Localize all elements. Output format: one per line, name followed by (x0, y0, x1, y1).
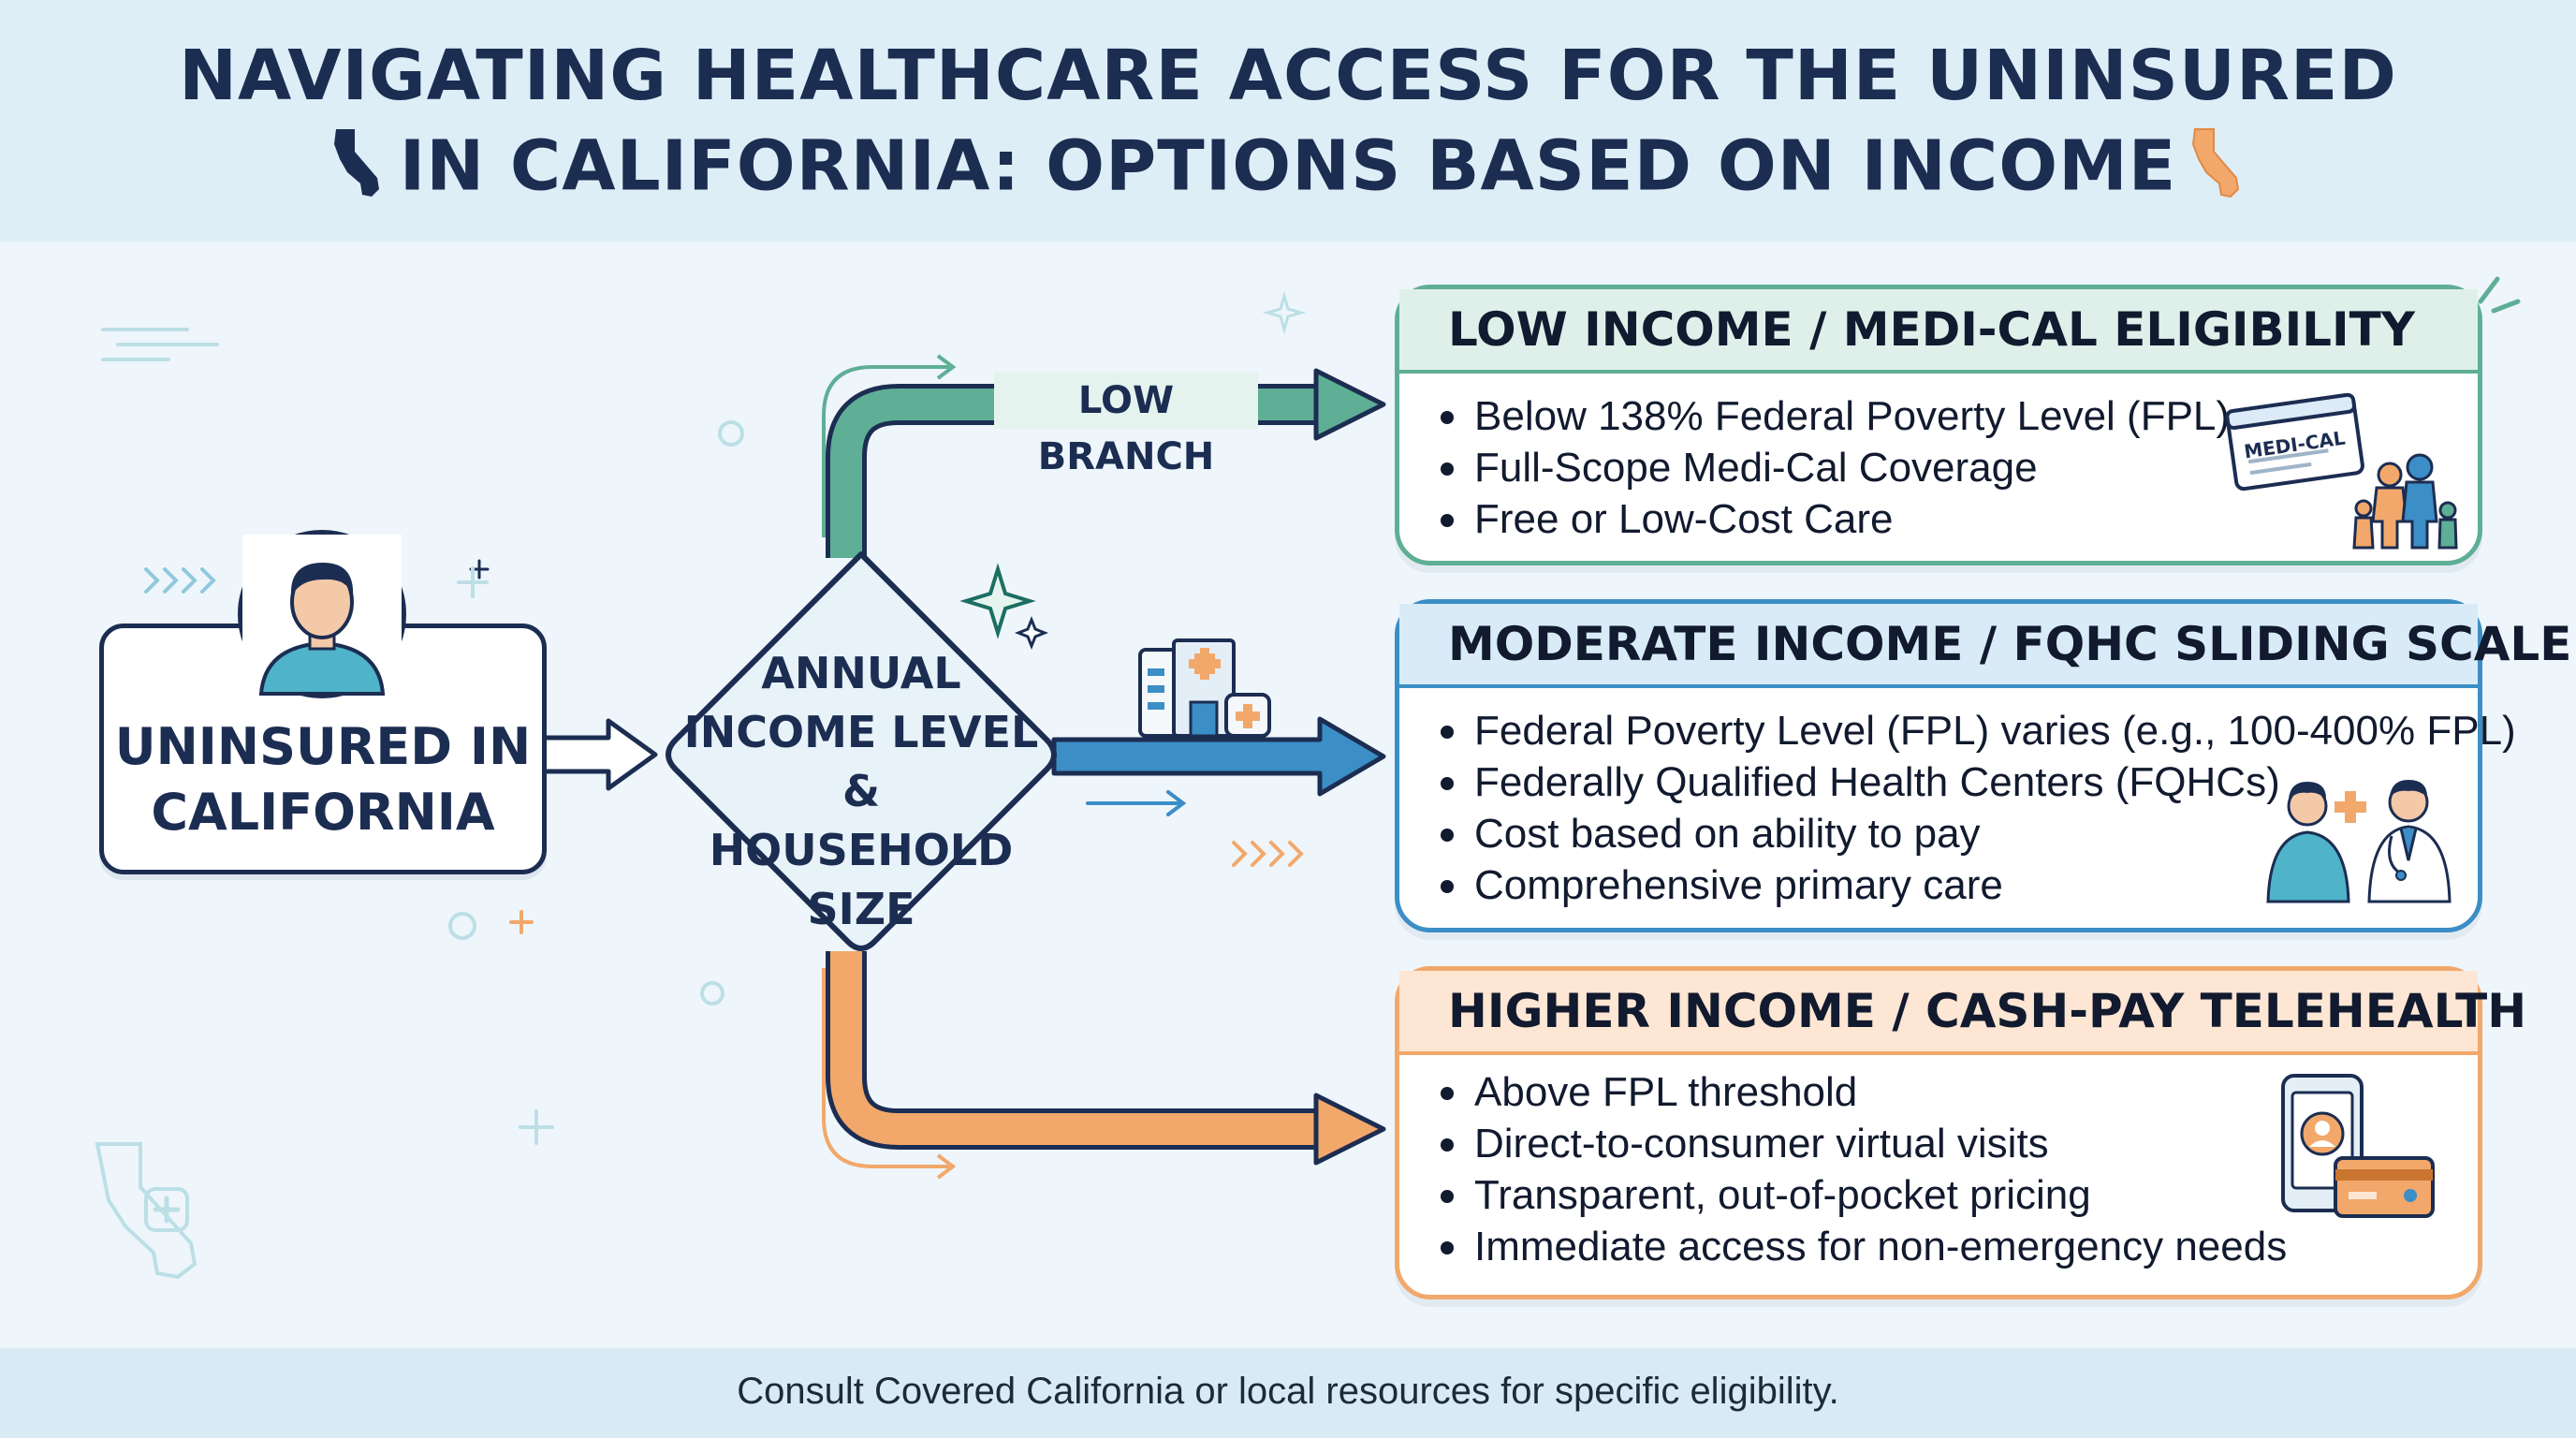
moderate-income-list: Federal Poverty Level (FPL) varies (e.g.… (1441, 705, 2516, 911)
higher-income-card: HIGHER INCOME / CASH-PAY TELEHEALTH Abov… (1395, 966, 2526, 1299)
list-item: Cost based on ability to pay (1441, 808, 2516, 859)
start-label-line-1: UNINSURED IN (114, 717, 532, 776)
higher-income-card-header: HIGHER INCOME / CASH-PAY TELEHEALTH (1399, 971, 2526, 1055)
page-title-line-2-text: IN CALIFORNIA: OPTIONS BASED ON INCOME (399, 125, 2177, 207)
page-title-line-1: NAVIGATING HEALTHCARE ACCESS FOR THE UNI… (179, 36, 2397, 116)
higher-income-card-title: HIGHER INCOME / CASH-PAY TELEHEALTH (1448, 984, 2527, 1038)
low-income-card-title: LOW INCOME / MEDI-CAL ELIGIBILITY (1448, 302, 2415, 357)
moderate-branch-arrow (1051, 716, 1386, 797)
doctor-patient-icon (2261, 770, 2466, 903)
list-item: Below 138% Federal Poverty Level (FPL) (1440, 390, 2230, 442)
list-item: Federal Poverty Level (FPL) varies (e.g.… (1441, 705, 2516, 756)
medi-cal-family-icon: MEDI-CAL (2223, 390, 2458, 550)
decision-label: ANNUAL INCOME LEVEL & HOUSEHOLD SIZE (665, 644, 1058, 939)
start-node-label: UNINSURED IN CALIFORNIA (104, 714, 542, 845)
person-avatar-icon (238, 530, 406, 698)
list-item: Free or Low-Cost Care (1440, 493, 2230, 545)
list-item: Transparent, out-of-pocket pricing (1440, 1169, 2287, 1221)
decision-line-2: INCOME LEVEL & (683, 707, 1039, 816)
california-map-icon-navy (330, 125, 387, 215)
start-arrow (538, 718, 658, 791)
list-item: Federally Qualified Health Centers (FQHC… (1441, 756, 2516, 808)
footer-note: Consult Covered California or local reso… (737, 1371, 1839, 1412)
list-item: Above FPL threshold (1440, 1066, 2287, 1118)
low-branch-label: LOW BRANCH (994, 373, 1258, 478)
decision-line-3: HOUSEHOLD (709, 825, 1014, 875)
high-branch-arrow (826, 951, 1320, 1150)
list-item: Comprehensive primary care (1441, 859, 2516, 911)
low-income-card: LOW INCOME / MEDI-CAL ELIGIBILITY Below … (1395, 285, 2482, 565)
low-income-list: Below 138% Federal Poverty Level (FPL) F… (1440, 390, 2230, 545)
moderate-income-card: MODERATE INCOME / FQHC SLIDING SCALE Fed… (1395, 599, 2571, 932)
california-map-icon-orange (2189, 125, 2246, 215)
start-node-box: UNINSURED IN CALIFORNIA (99, 624, 547, 874)
decision-diamond (666, 551, 1057, 951)
higher-income-list: Above FPL threshold Direct-to-consumer v… (1440, 1066, 2287, 1272)
decision-line-1: ANNUAL (761, 648, 961, 698)
list-item: Direct-to-consumer virtual visits (1440, 1118, 2287, 1169)
decorations (95, 276, 2521, 1280)
moderate-income-card-header: MODERATE INCOME / FQHC SLIDING SCALE (1399, 604, 2571, 688)
moderate-income-card-title: MODERATE INCOME / FQHC SLIDING SCALE (1448, 617, 2572, 671)
phone-credit-card-icon (2279, 1072, 2438, 1222)
decision-line-4: SIZE (807, 884, 915, 934)
page-title-line-2: IN CALIFORNIA: OPTIONS BASED ON INCOME (0, 125, 2576, 215)
list-item: Immediate access for non-emergency needs (1440, 1221, 2287, 1272)
header-band: NAVIGATING HEALTHCARE ACCESS FOR THE UNI… (0, 0, 2576, 242)
footer-band: Consult Covered California or local reso… (0, 1348, 2576, 1438)
low-income-card-header: LOW INCOME / MEDI-CAL ELIGIBILITY (1399, 289, 2478, 374)
list-item: Full-Scope Medi-Cal Coverage (1440, 442, 2230, 493)
hospital-icon (1138, 638, 1271, 738)
start-label-line-2: CALIFORNIA (151, 783, 495, 842)
